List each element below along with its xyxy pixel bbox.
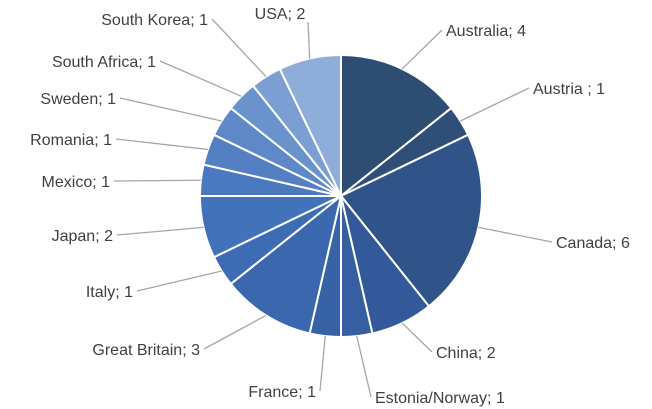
- pie-slice-usa: [278, 53, 342, 197]
- data-label-great-britain: Great Britain; 3: [92, 342, 200, 359]
- data-label-australia: Australia; 4: [446, 23, 526, 40]
- data-labels: Australia; 4 Austria ; 1 Canada; 6 China; 2…: [30, 6, 630, 407]
- leader-line-mexico: [113, 179, 201, 182]
- leader-line-sweden: [119, 97, 222, 122]
- data-label-italy: Italy; 1: [86, 284, 133, 301]
- data-label-france: France; 1: [248, 384, 316, 401]
- leader-line-australia: [401, 29, 443, 70]
- data-label-south-korea: South Korea; 1: [101, 12, 208, 29]
- leader-line-japan: [116, 226, 204, 236]
- leader-line-italy: [136, 270, 222, 292]
- data-label-mexico: Mexico; 1: [42, 174, 111, 191]
- leader-line-france: [319, 336, 326, 392]
- leader-line-south-africa: [159, 60, 242, 97]
- leader-line-romania: [115, 138, 208, 151]
- pie-slice-australia: [340, 53, 453, 199]
- leader-line-canada: [478, 226, 553, 243]
- data-label-sweden: Sweden; 1: [40, 91, 116, 108]
- data-label-canada: Canada; 6: [556, 235, 630, 252]
- data-label-china: China; 2: [436, 345, 496, 362]
- leader-line-china: [401, 322, 433, 353]
- leader-line-estonia-norway: [356, 335, 372, 398]
- data-label-romania: Romania; 1: [30, 132, 112, 149]
- pie-slice-great-britain: [229, 193, 343, 335]
- data-label-japan: Japan; 2: [52, 228, 113, 245]
- data-label-austria: Austria ; 1: [533, 81, 605, 98]
- data-label-usa: USA; 2: [255, 6, 306, 23]
- leader-line-south-korea: [211, 18, 267, 78]
- pie-slices: [198, 53, 483, 339]
- leader-line-austria: [460, 87, 530, 122]
- leader-line-usa: [307, 21, 311, 59]
- data-label-south-africa: South Africa; 1: [52, 54, 156, 71]
- leader-lines: [113, 18, 553, 398]
- data-label-estonia-norway: Estonia/Norway; 1: [375, 390, 505, 407]
- leader-line-great-britain: [203, 314, 267, 350]
